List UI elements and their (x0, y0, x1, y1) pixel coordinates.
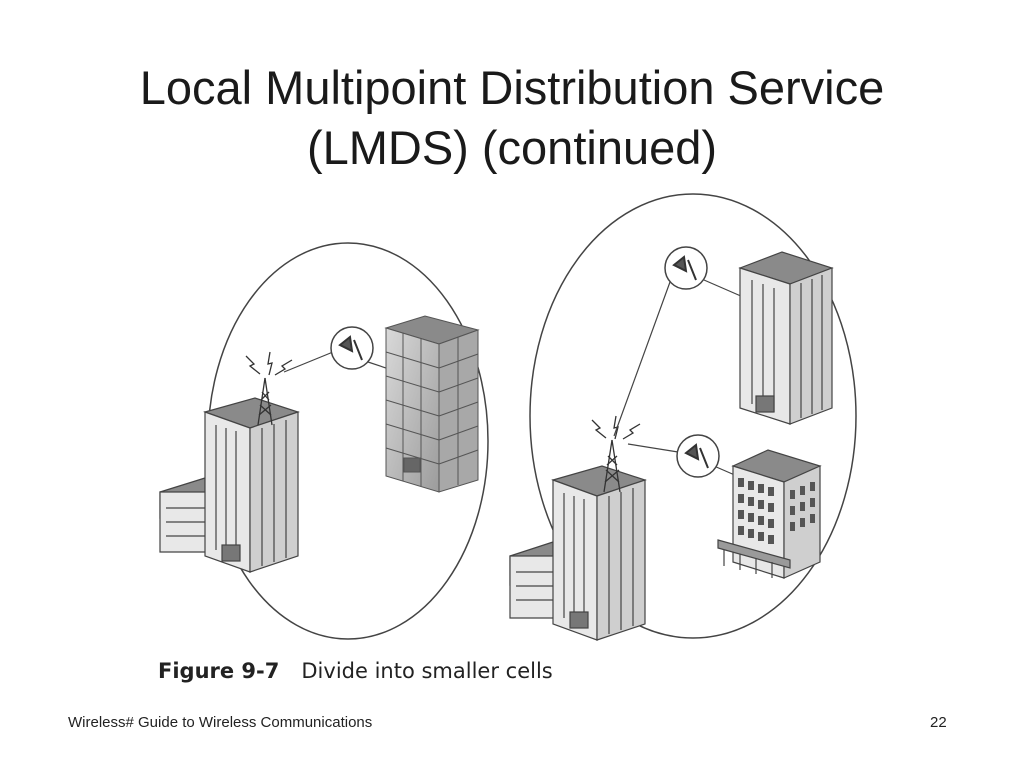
glass-office-building (384, 315, 480, 493)
upper-dish-receiver-icon (664, 246, 708, 290)
left-base-station-building (159, 397, 300, 573)
right-base-station-building (509, 465, 647, 641)
page-number: 22 (930, 714, 947, 731)
slide-title-line-2: (LMDS) (continued) (306, 121, 718, 174)
figure-caption: Figure 9-7 Divide into smaller cells (158, 659, 553, 683)
right-cell-boundary (529, 193, 857, 639)
tall-office-building (738, 251, 834, 425)
grid-office-building (717, 449, 822, 579)
slide-title: Local Multipoint Distribution Service (L… (0, 58, 1024, 178)
figure-number: Figure 9-7 (158, 659, 280, 683)
right-link-line-upper (613, 281, 671, 437)
right-link-line-lower (627, 443, 679, 453)
slide-title-line-1: Local Multipoint Distribution Service (139, 61, 885, 114)
footer-course-title: Wireless# Guide to Wireless Communicatio… (68, 714, 373, 731)
left-link-line (283, 351, 334, 373)
left-dish-receiver-icon (330, 326, 374, 370)
lower-dish-receiver-icon (676, 434, 720, 478)
left-antenna-tower-icon (245, 351, 293, 426)
figure-caption-text: Divide into smaller cells (301, 659, 553, 683)
right-antenna-tower-icon (591, 415, 641, 493)
